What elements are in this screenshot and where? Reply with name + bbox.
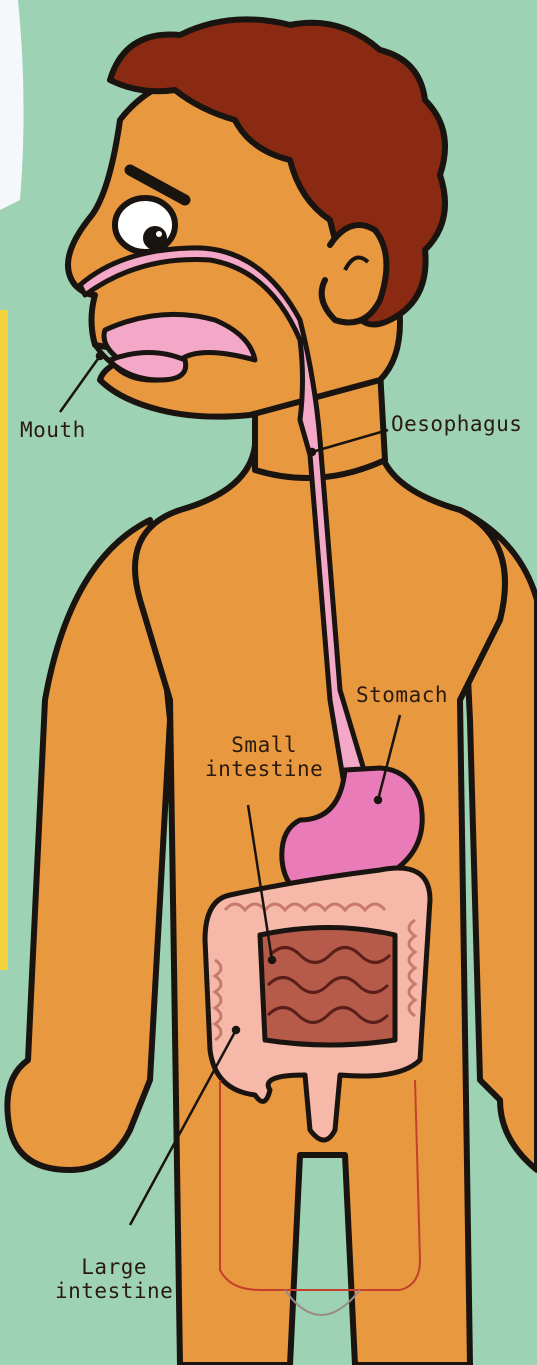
ear	[322, 225, 387, 323]
left-yellow-strip	[0, 310, 8, 970]
label-large-intestine: Large intestine	[55, 1255, 173, 1303]
pupil	[143, 226, 167, 250]
label-stomach: Stomach	[356, 683, 448, 707]
label-mouth: Mouth	[20, 418, 86, 442]
label-small-intestine: Small intestine	[205, 733, 323, 781]
label-oesophagus: Oesophagus	[391, 412, 522, 436]
mouth-leader	[60, 356, 100, 412]
left-page-strip	[0, 0, 24, 210]
